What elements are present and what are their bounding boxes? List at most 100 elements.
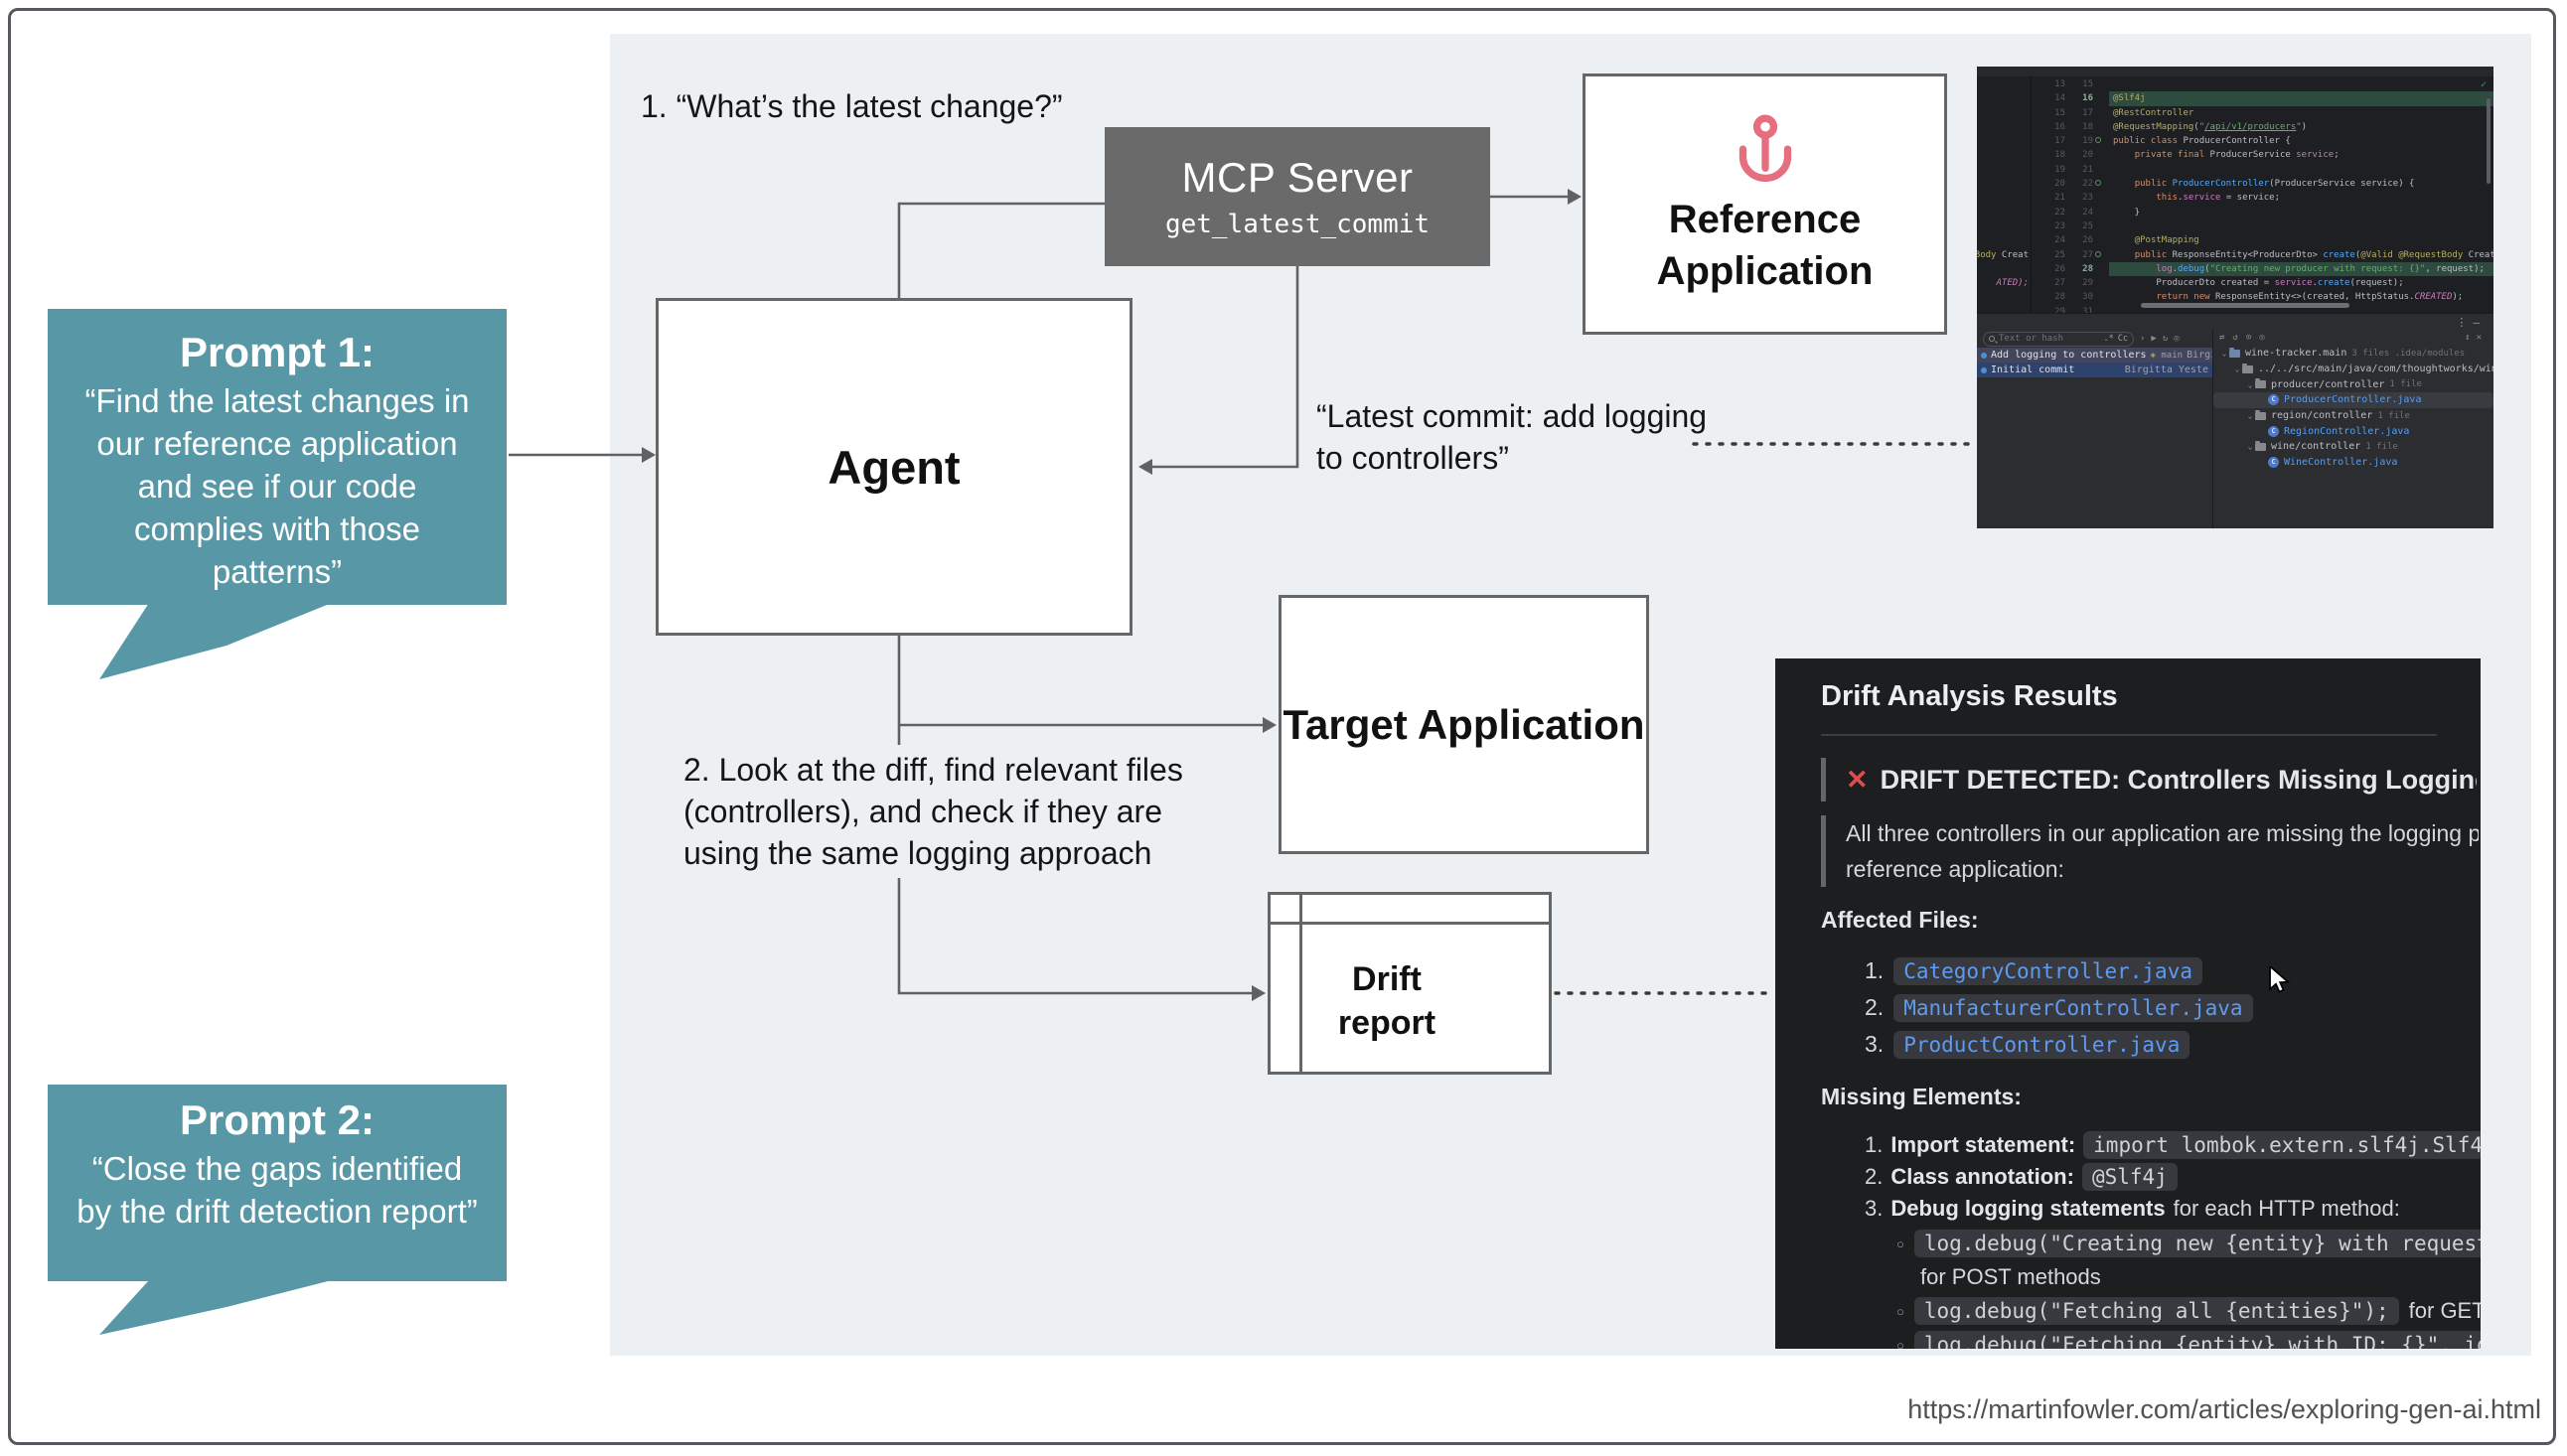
eye-icon[interactable]: ◎ [2174, 334, 2180, 344]
prompt2-bubble-tail [99, 1280, 332, 1335]
missing-element-label: Import statement: [1890, 1132, 2076, 1157]
latest-commit-annotation: “Latest commit: add logging to controlle… [1316, 398, 1708, 476]
old-line-number: 29 [2054, 306, 2065, 313]
target-application-box: Target Application [1279, 595, 1649, 854]
affected-file-chip: ProductController.java [1893, 1030, 2190, 1059]
code-text: public ProducerController(ProducerServic… [2134, 179, 2415, 190]
code-text: log.debug("Creating new producer with re… [2156, 263, 2485, 274]
tree-item-name: WineController.java [2284, 457, 2398, 469]
code-chip: @Slf4j [2081, 1163, 2178, 1191]
circle-bullet-icon: ○ [1896, 1236, 1904, 1251]
old-line-number: 25 [2054, 249, 2065, 260]
code-text: public class ProducerController { [2113, 136, 2291, 147]
tree-toolbar: ⇄ ↺ ⊙ ◎ ↕✕ [2213, 330, 2493, 346]
alert-x-icon: ✕ [1846, 764, 1869, 795]
expand-icon[interactable]: ↕ [2465, 333, 2477, 343]
agent-label: Agent [828, 440, 961, 494]
target-icon[interactable]: ⊙ [2245, 333, 2252, 343]
commit-row[interactable]: Add logging to controllers◈ mainBirgitta… [1977, 348, 2212, 363]
change-marker-icon [2093, 233, 2108, 247]
refresh-icon[interactable]: ↻ [2162, 334, 2169, 344]
match-case-toggle[interactable]: Cc [2117, 334, 2128, 344]
more-icon[interactable]: ⋮ [2456, 316, 2474, 329]
chevron-down-icon: ⌄ [2234, 364, 2240, 374]
new-line-number: 27 [2082, 249, 2093, 260]
close-icon[interactable]: ✕ [2476, 333, 2488, 343]
pane-divider[interactable] [2212, 330, 2213, 528]
missing-elements-list: 1.Import statement: import lombok.extern.… [1865, 1129, 2481, 1225]
code-chip: log.debug("Fetching all {entities}"); [1913, 1297, 2399, 1325]
code-chip: log.debug("Fetching {entity} with ID: {}… [1913, 1331, 2481, 1349]
tag-icon: ◈ [2150, 350, 2156, 361]
affected-file-row: 2. ManufacturerController.java [1865, 989, 2461, 1026]
regex-toggle[interactable]: .* [2103, 334, 2114, 344]
old-line-number: 24 [2054, 235, 2065, 246]
commit-message: Add logging to controllers [1991, 350, 2147, 361]
prompt1-bubble-tail [99, 603, 332, 679]
tree-item-name: ../../src/main/java/com/thoughtworks/win… [2258, 364, 2493, 375]
code-text: @PostMapping [2134, 235, 2199, 246]
old-line-number: 17 [2054, 136, 2065, 147]
old-line-number: 23 [2054, 220, 2065, 231]
change-marker-icon [2093, 163, 2108, 177]
class-icon: C [2268, 394, 2279, 406]
play-icon[interactable]: ▶ [2151, 334, 2157, 344]
tree-item-name: wine-tracker.main [2245, 348, 2347, 360]
new-line-number: 31 [2082, 306, 2093, 313]
list-number: 1. [1865, 1132, 1884, 1157]
code-chip: import lombok.extern.slf4j.Slf4j; [2083, 1131, 2481, 1159]
undo-icon[interactable]: ↺ [2232, 333, 2238, 343]
divider [1821, 734, 2437, 736]
tree-item-name: RegionController.java [2284, 425, 2410, 437]
list-number: 2. [1865, 994, 1885, 1020]
editor-horizontal-scrollbar[interactable] [2141, 303, 2349, 308]
affected-file-chip: CategoryController.java [1893, 956, 2202, 985]
old-line-number: 28 [2054, 292, 2065, 303]
new-line-number: 22 [2082, 179, 2093, 190]
tree-item-suffix: 3 files .idea/modules [2351, 348, 2466, 359]
eye-icon[interactable]: ◎ [2259, 333, 2265, 343]
minimize-icon[interactable]: — [2473, 316, 2486, 329]
old-line-number: 22 [2054, 207, 2065, 218]
drift-analysis-panel: Drift Analysis Results ✕ DRIFT DETECTED:… [1775, 658, 2481, 1349]
tree-item-suffix: 1 file [2389, 379, 2422, 390]
step1-annotation: 1. “What’s the latest change?” [641, 88, 1063, 124]
editor-vertical-scrollbar[interactable] [2487, 98, 2491, 184]
chevron-right-icon[interactable]: › [2140, 334, 2146, 344]
mcp-tool-label: get_latest_commit [1164, 210, 1431, 239]
chevron-down-icon: ⌄ [2247, 379, 2253, 389]
debug-statement-row: ○log.debug("Creating new {entity} with r… [1896, 1227, 2481, 1260]
swap-icon[interactable]: ⇄ [2219, 333, 2225, 343]
tree-row[interactable]: C RegionController.java [2213, 423, 2493, 439]
git-search-field[interactable]: Text or hash .* Cc [1983, 331, 2134, 347]
tool-window-options[interactable]: ⋮— [2456, 316, 2486, 329]
drift-report-sidebar [1271, 895, 1302, 1072]
new-line-number: 21 [2082, 164, 2093, 175]
tree-row[interactable]: ⌄ ../../src/main/java/com/thoughtworks/wi… [2213, 362, 2493, 377]
drift-detected-alert: ✕ DRIFT DETECTED: Controllers Missing Lo… [1821, 758, 2477, 801]
affected-file-chip: ManufacturerController.java [1893, 993, 2253, 1022]
change-dot-icon [2095, 137, 2101, 144]
code-line: 29 31 [2032, 305, 2493, 313]
class-icon: C [2268, 425, 2279, 437]
chevron-down-icon: ⌄ [2247, 411, 2253, 421]
folder-icon [2242, 363, 2253, 373]
change-marker-icon [2093, 305, 2108, 313]
new-line-number: 17 [2082, 107, 2093, 118]
